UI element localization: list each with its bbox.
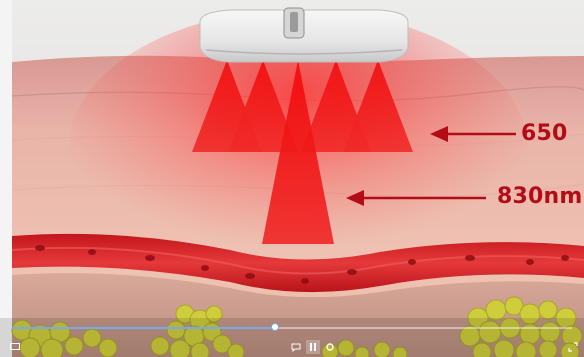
progress-fill bbox=[12, 327, 275, 329]
left-edge bbox=[0, 0, 12, 357]
chat-icon[interactable] bbox=[289, 340, 303, 354]
pause-icon[interactable] bbox=[306, 340, 320, 354]
fullscreen-icon[interactable] bbox=[566, 340, 580, 354]
settings-icon[interactable] bbox=[323, 340, 337, 354]
wavelength-830-label: 830nm bbox=[497, 184, 583, 209]
progress-handle[interactable] bbox=[271, 323, 279, 331]
progress-bar[interactable] bbox=[12, 327, 572, 329]
video-player-controls bbox=[0, 322, 584, 357]
light-device bbox=[200, 8, 408, 62]
wavelength-650-label: 650 bbox=[521, 121, 568, 146]
screen-icon[interactable] bbox=[8, 340, 22, 354]
